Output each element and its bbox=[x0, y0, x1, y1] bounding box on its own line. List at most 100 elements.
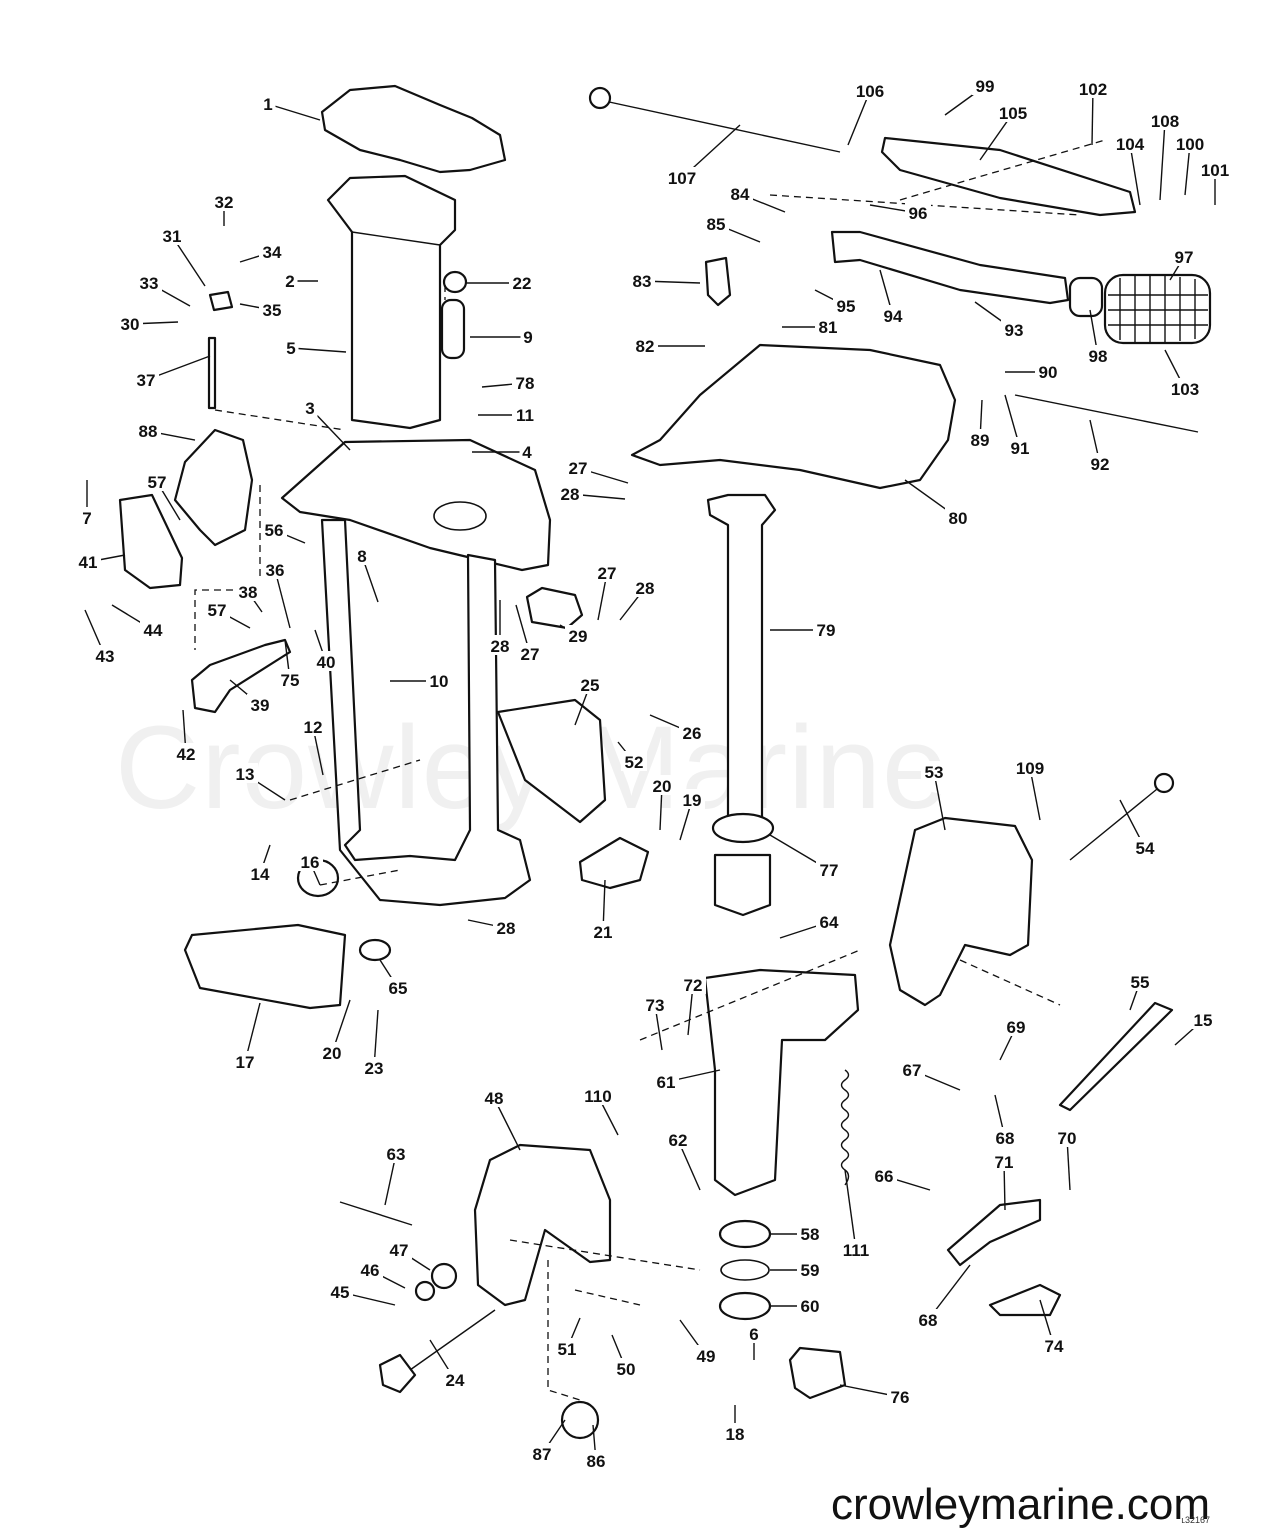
callout-bg bbox=[590, 921, 616, 941]
callout-86: 86 bbox=[587, 1452, 606, 1471]
callout-leader bbox=[1091, 88, 1094, 146]
callout-bg bbox=[557, 483, 583, 503]
callout-82: 82 bbox=[636, 337, 655, 356]
callout-bg bbox=[1041, 1335, 1067, 1355]
callout-bg bbox=[915, 1309, 941, 1329]
callout-bg bbox=[302, 397, 318, 417]
callout-bg bbox=[144, 471, 170, 491]
bushing bbox=[442, 270, 468, 294]
callout-bg bbox=[815, 316, 841, 336]
exhaust-housing bbox=[326, 174, 457, 430]
thrust-ring bbox=[718, 1219, 772, 1249]
plate-port bbox=[433, 501, 487, 531]
callout-bg bbox=[159, 225, 185, 245]
callout-bg bbox=[967, 429, 993, 449]
callout-bg bbox=[727, 183, 753, 203]
callout-leader bbox=[274, 569, 291, 629]
callout-leader bbox=[844, 1169, 857, 1251]
callout-66: 66 bbox=[875, 1167, 894, 1186]
tilt-rod bbox=[788, 1346, 847, 1400]
callout-bg bbox=[565, 625, 591, 645]
bearing-ring bbox=[718, 1291, 772, 1321]
callout-75: 75 bbox=[281, 671, 300, 690]
callout-109: 109 bbox=[1016, 759, 1044, 778]
callout-bg bbox=[991, 1151, 1017, 1171]
clamp-screw bbox=[378, 1353, 417, 1394]
callout-bg bbox=[509, 272, 535, 292]
callout-17: 17 bbox=[236, 1053, 255, 1072]
callout-1: 1 bbox=[263, 95, 272, 114]
callout-42: 42 bbox=[177, 745, 196, 764]
callout-bg bbox=[1054, 1127, 1080, 1147]
callout-107: 107 bbox=[668, 169, 696, 188]
callout-bg bbox=[140, 619, 166, 639]
callout-bg bbox=[945, 507, 971, 527]
callout-bg bbox=[319, 1042, 345, 1062]
callout-bg bbox=[905, 202, 931, 222]
friction-plate bbox=[1058, 1001, 1174, 1112]
callout-bg bbox=[813, 619, 839, 639]
throttle-lever bbox=[173, 428, 254, 547]
callout-97: 97 bbox=[1175, 248, 1194, 267]
callout-111: 111 bbox=[843, 1241, 870, 1260]
callout-bg bbox=[642, 994, 668, 1014]
callout-100: 100 bbox=[1176, 135, 1204, 154]
callout-bg bbox=[519, 441, 535, 461]
rubber-mount bbox=[525, 586, 584, 630]
callout-27: 27 bbox=[598, 564, 617, 583]
callout-95: 95 bbox=[837, 297, 856, 316]
callout-68: 68 bbox=[919, 1311, 938, 1330]
callout-5: 5 bbox=[286, 339, 295, 358]
callout-60: 60 bbox=[801, 1297, 820, 1316]
shift-link-rod bbox=[1014, 394, 1199, 433]
callout-bg bbox=[512, 372, 538, 392]
callout-bg bbox=[1003, 1016, 1029, 1036]
callout-27: 27 bbox=[569, 459, 588, 478]
callout-54: 54 bbox=[1136, 839, 1155, 858]
callout-bg bbox=[579, 1085, 617, 1105]
callout-bg bbox=[520, 326, 536, 346]
callout-bg bbox=[1001, 319, 1027, 339]
callout-bg bbox=[327, 1281, 353, 1301]
callout-bg bbox=[816, 859, 842, 879]
callout-bg bbox=[665, 1129, 691, 1149]
callout-bg bbox=[357, 1259, 383, 1279]
callout-15: 15 bbox=[1194, 1011, 1213, 1030]
callout-84: 84 bbox=[731, 185, 750, 204]
washer-47 bbox=[430, 1262, 458, 1290]
callout-bg bbox=[837, 1239, 875, 1259]
callout-20: 20 bbox=[653, 777, 672, 796]
callout-bg bbox=[211, 191, 237, 211]
callout-bg bbox=[297, 851, 323, 871]
callout-bg bbox=[833, 295, 859, 315]
callout-bg bbox=[613, 1358, 639, 1378]
callout-38: 38 bbox=[239, 583, 258, 602]
callout-bg bbox=[1074, 78, 1112, 98]
callout-44: 44 bbox=[144, 621, 163, 640]
callout-leader bbox=[267, 103, 321, 121]
callout-27: 27 bbox=[521, 645, 540, 664]
upper-bushing bbox=[711, 812, 775, 844]
callout-18: 18 bbox=[726, 1425, 745, 1444]
callout-43: 43 bbox=[96, 647, 115, 666]
callout-85: 85 bbox=[707, 215, 726, 234]
callout-23: 23 bbox=[365, 1059, 384, 1078]
callout-bg bbox=[232, 1051, 258, 1071]
callout-bg bbox=[1171, 246, 1197, 266]
callout-105: 105 bbox=[999, 104, 1027, 123]
callout-56: 56 bbox=[265, 521, 284, 540]
callout-bg bbox=[679, 722, 705, 742]
callout-bg bbox=[1007, 437, 1033, 457]
callout-64: 64 bbox=[820, 913, 839, 932]
callout-bg bbox=[632, 577, 658, 597]
callout-layer: 1323134333530372522978114388757415684443… bbox=[75, 75, 1234, 1471]
callout-57: 57 bbox=[208, 601, 227, 620]
callout-bg bbox=[383, 1143, 409, 1163]
callout-89: 89 bbox=[971, 431, 990, 450]
callout-31: 31 bbox=[163, 227, 182, 246]
callout-bg bbox=[577, 674, 603, 694]
callout-bg bbox=[992, 1127, 1018, 1147]
callout-bg bbox=[663, 167, 701, 187]
callout-25: 25 bbox=[581, 676, 600, 695]
